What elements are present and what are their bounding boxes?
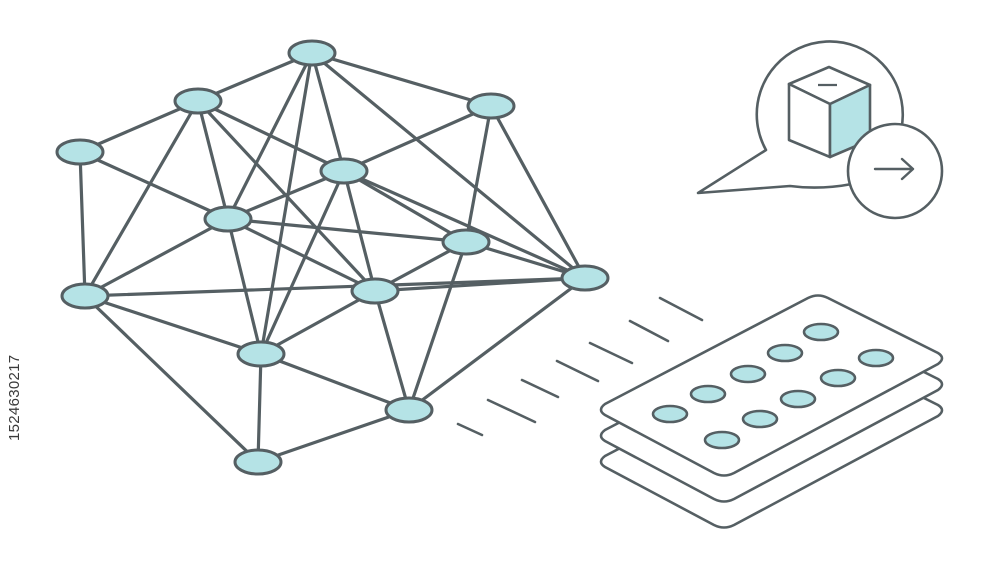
network-edges (78, 51, 587, 464)
network-node (233, 448, 283, 476)
network-edge (83, 217, 230, 298)
motion-line (628, 319, 670, 343)
network-node (287, 39, 337, 67)
network-edge (226, 217, 263, 356)
network-edge (259, 51, 314, 356)
network-nodes (55, 39, 610, 476)
motion-line (658, 296, 704, 322)
network-node (441, 228, 491, 256)
layer-dot (729, 364, 767, 384)
network-edge (83, 276, 587, 298)
layer-dot (819, 368, 857, 388)
network-node (173, 87, 223, 115)
network-edge (342, 104, 493, 173)
network-edge (83, 294, 263, 356)
network-edge (78, 150, 230, 221)
network-node (55, 138, 105, 166)
motion-line (588, 341, 634, 365)
motion-line (520, 378, 560, 399)
network-edge (256, 352, 263, 464)
network-node (236, 340, 286, 368)
network-edge (83, 294, 260, 464)
network-node (60, 282, 110, 310)
network-edge (342, 169, 468, 244)
network-edge (259, 169, 346, 356)
layer-dot (703, 430, 741, 450)
layer-dot (766, 343, 804, 363)
network-edge (373, 276, 587, 293)
network-edge (226, 217, 377, 293)
arrow-right-icon (846, 122, 944, 220)
network-edge (373, 289, 411, 412)
layer-top (599, 294, 944, 477)
layer-dot (689, 384, 727, 404)
network-node (466, 92, 516, 120)
network-edge (256, 408, 411, 464)
stock-id-label: 1524630217 (6, 354, 23, 441)
network-edge (259, 289, 377, 356)
network-edge (83, 99, 200, 298)
network-edge (310, 51, 587, 280)
network-edge (196, 99, 346, 173)
network-node (203, 205, 253, 233)
box-icon (787, 65, 872, 159)
layer-dot (779, 389, 817, 409)
network-edge (310, 51, 346, 173)
motion-line (456, 422, 484, 437)
network-node (350, 277, 400, 305)
network-edge (407, 276, 587, 412)
motion-lines (456, 296, 704, 437)
layer-dot (802, 322, 840, 342)
motion-line (555, 359, 600, 383)
network-edge (310, 51, 493, 108)
layer-dot (741, 409, 779, 429)
network-edge (489, 104, 587, 280)
network-edge (226, 217, 468, 244)
network-edge (196, 99, 230, 221)
network-edge (259, 352, 411, 412)
network-edge (78, 99, 200, 154)
motion-line (486, 398, 537, 424)
network-edge (342, 169, 587, 280)
network-edge (78, 150, 87, 298)
stacked-layers-icon (599, 294, 944, 529)
network-node (560, 264, 610, 292)
arrow-circle (846, 122, 944, 220)
arrow-glyph (873, 157, 915, 181)
layer-dot (651, 404, 689, 424)
speech-bubble-icon (696, 40, 944, 220)
network-node (319, 157, 369, 185)
network-node (384, 396, 434, 424)
network-edge (407, 240, 468, 412)
network-edge (464, 104, 493, 244)
layer-dots (651, 322, 895, 450)
layer-dot (857, 348, 895, 368)
